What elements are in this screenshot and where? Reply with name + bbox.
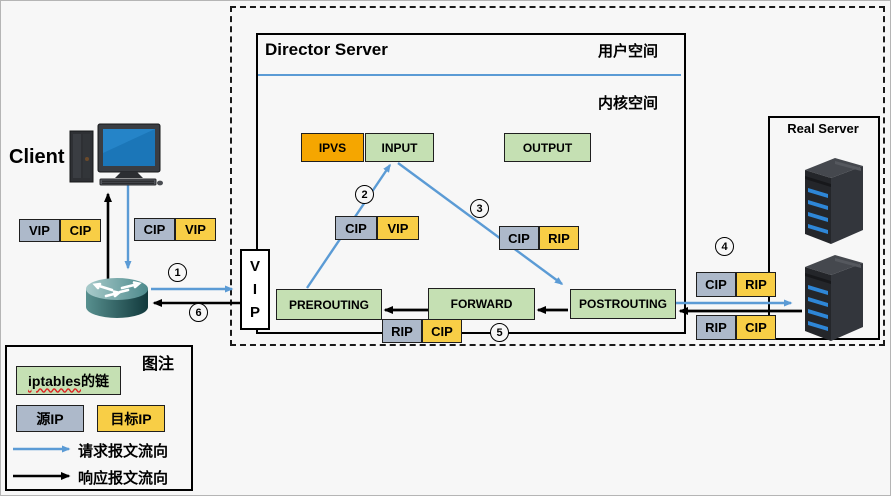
user-space-label: 用户空间	[598, 43, 659, 60]
legend-box	[5, 345, 193, 491]
packet-dst: VIP	[377, 216, 419, 240]
step-circle-1: 1	[168, 263, 187, 282]
director-server-title: Director Server	[265, 40, 388, 59]
legend-request-flow-label: 请求报文流向	[78, 443, 169, 460]
packet-src: RIP	[696, 315, 736, 340]
router-icon	[86, 278, 148, 318]
packet-dst: VIP	[175, 218, 216, 241]
legend-chain-word: iptables	[28, 372, 81, 389]
output-chain-box: OUTPUT	[504, 133, 591, 162]
packet-dst: CIP	[736, 315, 776, 340]
packet-chip-cip-rip: CIP RIP	[696, 272, 776, 297]
packet-src: VIP	[19, 219, 60, 242]
prerouting-chain-box: PREROUTING	[276, 289, 382, 320]
director-host-dashed-boundary	[230, 6, 885, 346]
packet-src: CIP	[335, 216, 377, 240]
step-circle-6: 6	[189, 303, 208, 322]
step-circle-3: 3	[470, 199, 489, 218]
packet-src: CIP	[696, 272, 736, 297]
real-server-box	[768, 116, 880, 340]
packet-chip-cip-vip: CIP VIP	[134, 218, 216, 241]
legend-chain-suffix: 的链	[80, 372, 109, 389]
vip-letter: V	[249, 257, 260, 275]
client-label: Client	[9, 146, 65, 168]
packet-chip-cip-rip: CIP RIP	[499, 226, 579, 250]
legend-response-flow-label: 响应报文流向	[78, 470, 169, 487]
real-server-title: Real Server	[787, 121, 859, 136]
legend-dest-ip-swatch: 目标IP	[97, 405, 165, 432]
packet-chip-cip-vip: CIP VIP	[335, 216, 419, 240]
kernel-space-label: 内核空间	[598, 95, 659, 112]
packet-src: RIP	[382, 319, 422, 343]
ipvs-box: IPVS	[301, 133, 364, 162]
packet-chip-rip-cip: RIP CIP	[696, 315, 776, 340]
legend-title: 图注	[142, 356, 175, 373]
input-chain-box: INPUT	[365, 133, 434, 162]
packet-src: CIP	[499, 226, 539, 250]
vip-letter: P	[249, 304, 260, 322]
user-kernel-divider	[258, 74, 681, 76]
postrouting-chain-box: POSTROUTING	[570, 289, 676, 319]
packet-chip-rip-cip: RIP CIP	[382, 319, 462, 343]
packet-dst: CIP	[60, 219, 101, 242]
forward-chain-box: FORWARD	[428, 288, 535, 320]
step-circle-2: 2	[355, 185, 374, 204]
vip-letter: I	[252, 280, 258, 298]
server-tower-icon	[805, 255, 863, 341]
step-circle-5: 5	[490, 323, 509, 342]
packet-src: CIP	[134, 218, 175, 241]
packet-dst: RIP	[539, 226, 579, 250]
client-computer-icon	[69, 123, 163, 186]
step-circle-4: 4	[715, 237, 734, 256]
packet-dst: RIP	[736, 272, 776, 297]
packet-chip-vip-cip: VIP CIP	[19, 219, 101, 242]
server-tower-icon	[805, 158, 863, 244]
director-server-box	[256, 33, 686, 334]
legend-source-ip-swatch: 源IP	[16, 405, 84, 432]
vip-interface-node: V I P	[240, 249, 270, 330]
packet-dst: CIP	[422, 319, 462, 343]
